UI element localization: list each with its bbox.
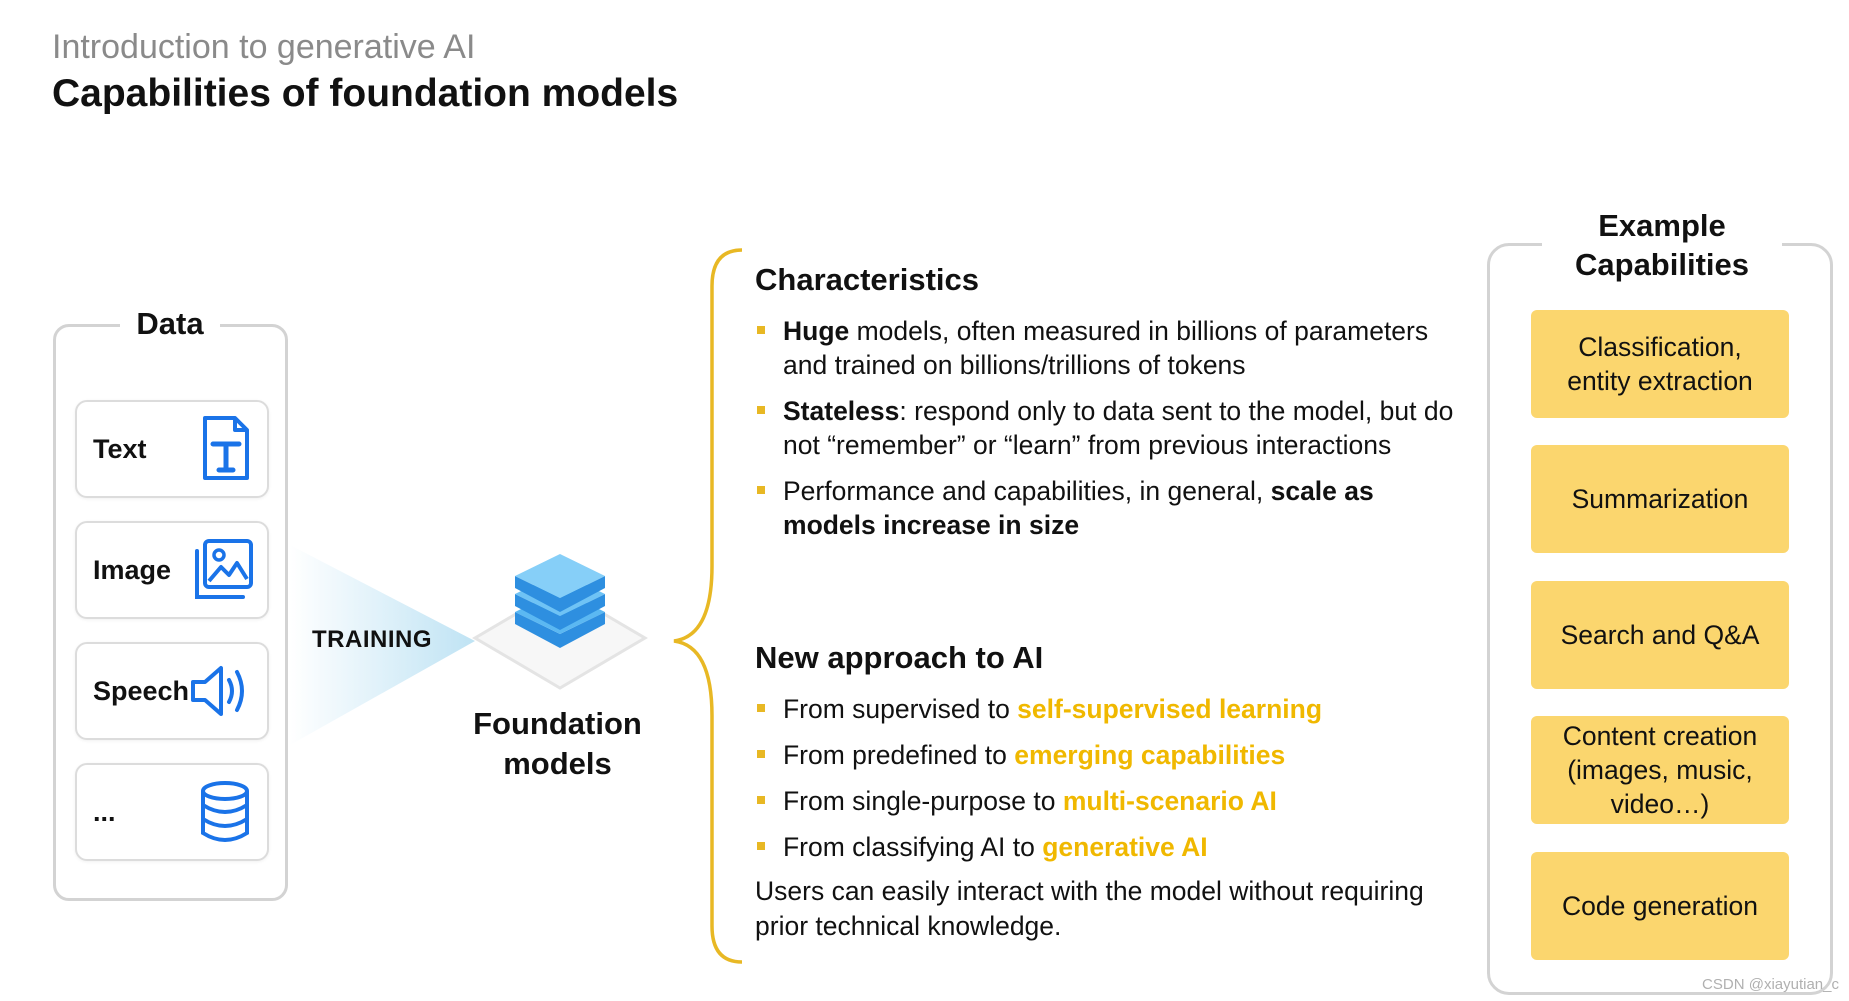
capabilities-heading: Example Capabilities xyxy=(1542,206,1782,284)
foundation-models-label: Foundation models xyxy=(455,704,660,784)
list-item: Stateless: respond only to data sent to … xyxy=(755,394,1455,462)
data-item-label: Text xyxy=(93,434,147,464)
list-item: From predefined to emerging capabilities xyxy=(755,738,1455,772)
text-document-icon xyxy=(203,416,249,480)
foundation-label-line2: models xyxy=(503,746,612,781)
capability-search-qa: Search and Q&A xyxy=(1531,581,1789,689)
watermark: CSDN @xiayutian_c xyxy=(1702,976,1839,993)
curly-brace xyxy=(673,248,743,964)
data-item-image: Image xyxy=(75,521,269,619)
users-note: Users can easily interact with the model… xyxy=(755,876,1424,941)
characteristics-list: Huge models, often measured in billions … xyxy=(755,314,1455,554)
list-item: From classifying AI to generative AI xyxy=(755,830,1455,864)
stacked-layers-icon xyxy=(472,554,648,690)
capabilities-heading-line2: Capabilities xyxy=(1575,247,1749,282)
capability-classification: Classification, entity extraction xyxy=(1531,310,1789,418)
list-item: From single-purpose to multi-scenario AI xyxy=(755,784,1455,818)
characteristics-title: Characteristics xyxy=(755,262,980,297)
data-item-other: ... xyxy=(75,763,269,861)
new-approach-list: From supervised to self-supervised learn… xyxy=(755,692,1455,876)
training-arrow-wedge xyxy=(290,545,475,745)
list-item: Performance and capabilities, in general… xyxy=(755,474,1455,542)
slide-title: Capabilities of foundation models xyxy=(52,72,679,115)
data-item-label: ... xyxy=(93,797,116,827)
data-item-speech: Speech xyxy=(75,642,269,740)
list-item: From supervised to self-supervised learn… xyxy=(755,692,1455,726)
speaker-icon xyxy=(191,666,244,716)
data-item-text: Text xyxy=(75,400,269,498)
training-label: TRAINING xyxy=(312,626,432,653)
new-approach-title: New approach to AI xyxy=(755,640,1044,675)
capability-code-generation: Code generation xyxy=(1531,852,1789,960)
capabilities-heading-line1: Example xyxy=(1598,208,1726,243)
slide-subtitle: Introduction to generative AI xyxy=(52,28,476,66)
data-heading: Data xyxy=(120,306,220,342)
data-item-label: Speech xyxy=(93,676,190,706)
list-item: Huge models, often measured in billions … xyxy=(755,314,1455,382)
capability-summarization: Summarization xyxy=(1531,445,1789,553)
capability-content-creation: Content creation (images, music, video…) xyxy=(1531,716,1789,824)
database-icon xyxy=(201,781,249,842)
foundation-label-line1: Foundation xyxy=(473,706,642,741)
data-item-label: Image xyxy=(93,555,172,585)
image-gallery-icon xyxy=(195,539,253,599)
